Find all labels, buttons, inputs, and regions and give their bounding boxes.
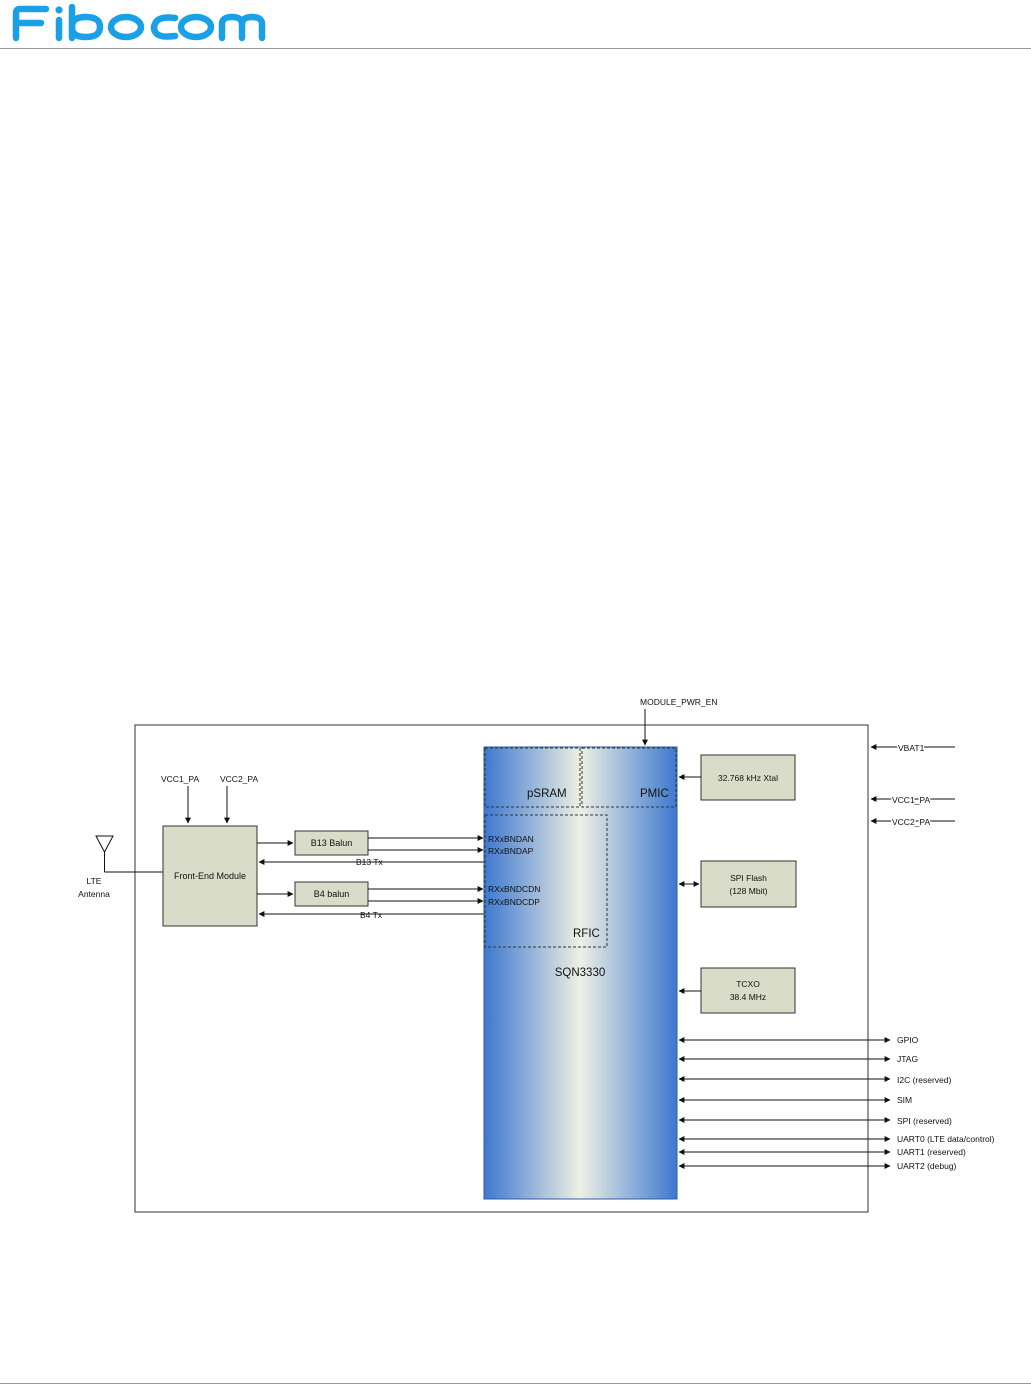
module-pwr-en-label: MODULE_PWR_EN xyxy=(640,697,717,707)
i2c-label: I2C (reserved) xyxy=(897,1075,951,1085)
rfic-label: RFIC xyxy=(573,928,600,940)
fem-vcc2-label: VCC2_PA xyxy=(220,774,258,784)
vbat1-label: VBAT1 xyxy=(898,743,925,753)
antenna-label-2: Antenna xyxy=(78,889,110,899)
rx-label-2: RXxBNDAP xyxy=(488,846,534,856)
antenna-icon xyxy=(95,835,163,873)
footer-divider xyxy=(0,1383,1031,1384)
tcxo-block xyxy=(700,967,796,1014)
spi-flash-label-2: (128 Mbit) xyxy=(729,886,767,896)
uart2-label: UART2 (debug) xyxy=(897,1161,957,1171)
logo-mark xyxy=(12,3,266,42)
rx-label-1: RXxBNDAN xyxy=(488,834,534,844)
chip-label: SQN3330 xyxy=(555,967,606,979)
jtag-label: JTAG xyxy=(897,1054,918,1064)
psram-block xyxy=(484,747,581,808)
b13-balun-label: B13 Balun xyxy=(311,838,353,848)
rx-label-3: RXxBNDCDN xyxy=(488,884,540,894)
gpio-label: GPIO xyxy=(897,1035,919,1045)
module-outline xyxy=(134,724,869,1213)
rfic-block xyxy=(484,814,608,948)
psram-label: pSRAM xyxy=(527,788,567,800)
pmic-label: PMIC xyxy=(640,788,669,800)
fem-vcc1-label: VCC1_PA xyxy=(161,774,199,784)
vcc1-pa-input-label: VCC1_PA xyxy=(892,795,930,805)
vcc2-pa-input-label: VCC2_PA xyxy=(892,817,930,827)
sqn3330-chip xyxy=(483,746,678,1200)
sim-label: SIM xyxy=(897,1095,912,1105)
b13-balun xyxy=(294,830,369,856)
uart0-label: UART0 (LTE data/control) xyxy=(897,1134,995,1144)
front-end-module xyxy=(162,825,258,927)
spi-flash-label-1: SPI Flash xyxy=(730,873,767,883)
xtal-label: 32.768 kHz Xtal xyxy=(718,773,778,783)
b13-tx-label: B13 Tx xyxy=(356,857,384,867)
header-divider xyxy=(0,48,1031,49)
uart1-label: UART1 (reserved) xyxy=(897,1147,966,1157)
pmic-block xyxy=(581,747,677,808)
antenna-label-1: LTE xyxy=(87,876,102,886)
front-end-module-label: Front-End Module xyxy=(174,871,246,881)
spi-flash-block xyxy=(700,860,797,908)
tcxo-label-2: 38.4 MHz xyxy=(730,992,766,1002)
spi-label: SPI (reserved) xyxy=(897,1116,952,1126)
rx-label-4: RXxBNDCDP xyxy=(488,897,540,907)
tcxo-label-1: TCXO xyxy=(736,979,760,989)
fibocom-logo xyxy=(10,3,280,47)
b4-balun xyxy=(294,881,369,907)
interface-lines xyxy=(678,1037,891,1169)
b4-balun-label: B4 balun xyxy=(314,889,350,899)
b4-tx-label: B4 Tx xyxy=(360,910,383,920)
